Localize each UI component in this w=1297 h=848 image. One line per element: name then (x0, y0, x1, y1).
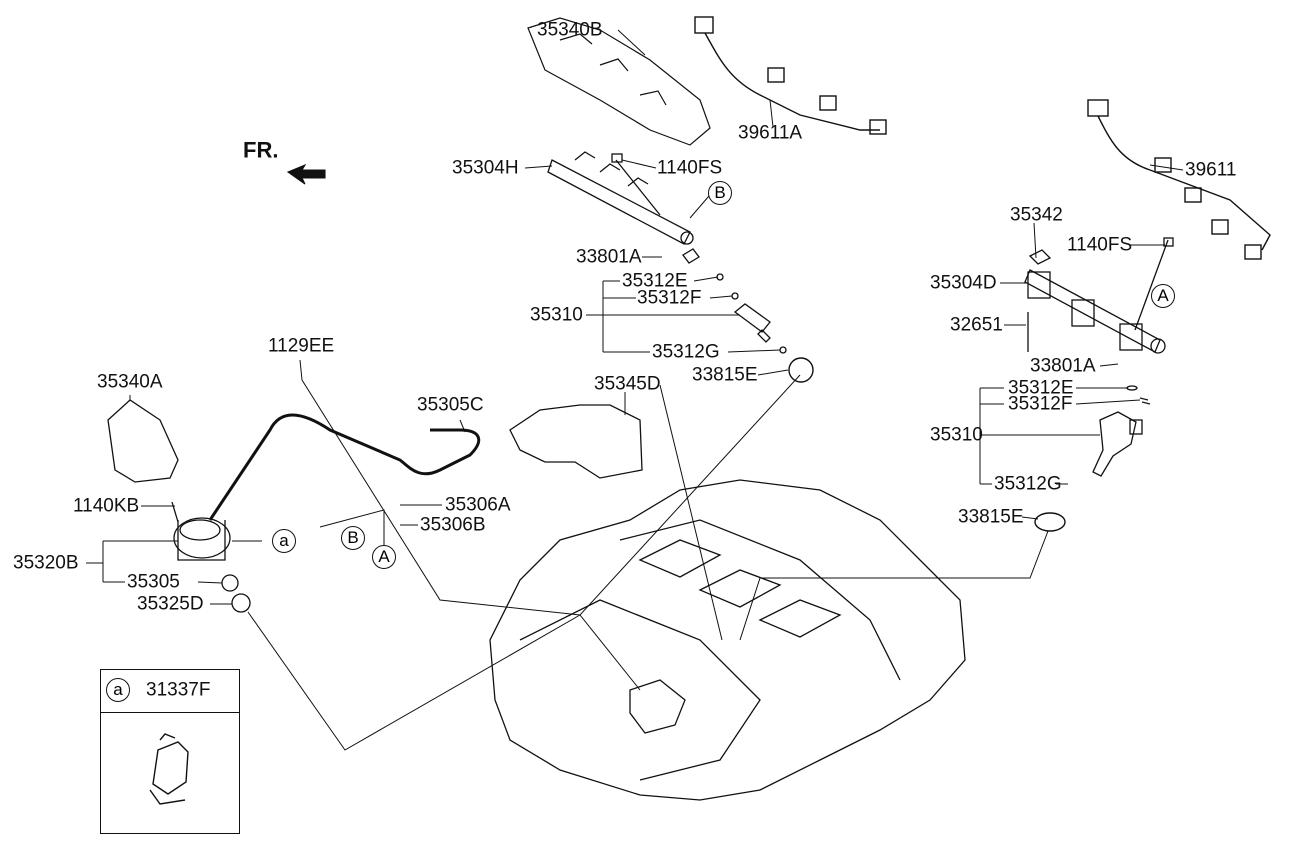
callout-35340A: 35340A (97, 371, 163, 393)
callout-35312G: 35312G (652, 341, 720, 363)
callout-33801A-right: 33801A (1030, 355, 1096, 377)
callout-1140FS: 1140FS (657, 157, 723, 179)
callout-35342: 35342 (1010, 204, 1063, 226)
wire-harness-39611A (694, 16, 887, 135)
callout-35345D: 35345D (594, 373, 661, 395)
ref-circle-A: A (1151, 284, 1175, 308)
callout-1140KB: 1140KB (73, 495, 140, 517)
front-arrow-icon (286, 163, 326, 185)
ref-circle-B: B (708, 181, 732, 205)
ref-circle-A-pump: A (372, 545, 396, 569)
callout-35312F-right: 35312F (1008, 393, 1073, 415)
callout-1129EE: 1129EE (268, 335, 335, 357)
fuel-rail-35304D (1024, 237, 1174, 354)
callout-33801A: 33801A (576, 246, 642, 268)
callout-35312G-right: 35312G (994, 473, 1062, 495)
callout-35305C: 35305C (417, 394, 484, 416)
callout-35312E: 35312E (622, 270, 688, 292)
callout-33815E-right: 33815E (958, 506, 1024, 528)
callout-35306A: 35306A (445, 494, 511, 516)
seal-33815E-right (1034, 512, 1066, 532)
inset-part-number: 31337F (146, 679, 211, 701)
callout-35306B: 35306B (420, 514, 486, 536)
callout-35320B: 35320B (13, 552, 79, 574)
leader-lines (86, 29, 1184, 751)
engine-block (489, 479, 966, 801)
inset-ref-circle: a (106, 678, 130, 702)
inset-header: a 31337F (101, 670, 239, 713)
callout-1140FS-right: 1140FS (1067, 234, 1133, 256)
clip-31337F (149, 733, 189, 805)
front-direction-label: FR. (243, 137, 279, 163)
callout-35312F: 35312F (637, 287, 702, 309)
seal-33815E (788, 357, 814, 383)
callout-35310: 35310 (530, 304, 583, 326)
engine-cover-35340B (527, 17, 711, 146)
ref-circle-a: a (272, 529, 296, 553)
callout-35340B: 35340B (537, 19, 603, 41)
callout-35325D: 35325D (137, 593, 204, 615)
callout-33815E: 33815E (692, 364, 758, 386)
callout-35304H: 35304H (452, 157, 519, 179)
ref-circle-B-pump: B (341, 526, 365, 550)
callout-35305: 35305 (127, 571, 180, 593)
callout-32651: 32651 (950, 314, 1003, 336)
callout-39611: 39611 (1185, 159, 1237, 181)
callout-35304D: 35304D (930, 272, 997, 294)
wire-harness-39611 (1087, 99, 1271, 260)
fuel-pipe-35305C (208, 413, 481, 521)
callout-35310-right: 35310 (930, 424, 983, 446)
callout-39611A: 39611A (738, 122, 803, 144)
fuel-rail-35304H (547, 151, 694, 245)
inset-box: a 31337F (100, 669, 240, 834)
cover-35340A (107, 399, 179, 483)
injector-35310-right (1092, 385, 1151, 477)
callout-35312E-right: 35312E (1008, 377, 1074, 399)
cover-35345D (509, 404, 643, 479)
